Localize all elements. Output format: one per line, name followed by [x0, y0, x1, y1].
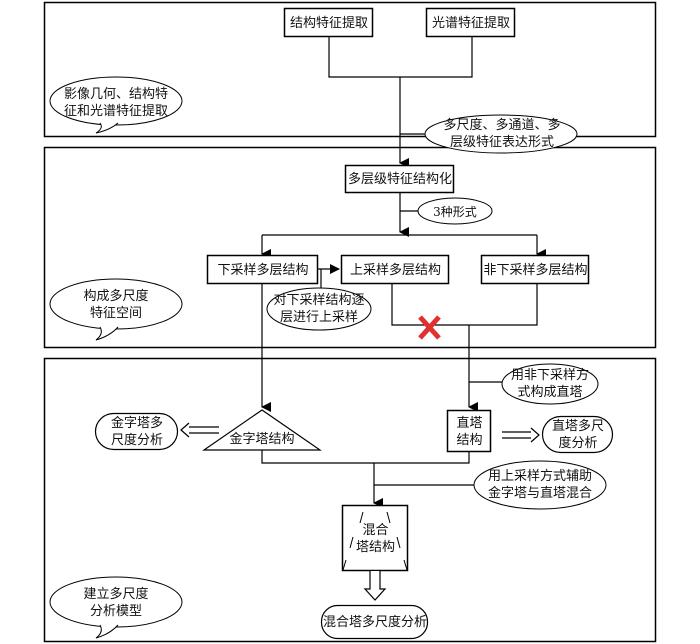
hollow-down-arrow-icon: [363, 571, 387, 601]
callout-line: 分析模型: [89, 604, 142, 619]
note-upsample: [266, 287, 372, 331]
callout-feature-extraction: 影像几何、结构特 征和光谱特征提取: [20, 86, 212, 120]
box-structuring: [344, 164, 455, 194]
label-tower: 直塔 结构: [448, 411, 491, 452]
label-tower-analysis: 直塔多尺 度分析: [543, 417, 613, 453]
note-line: 用上采样方式辅助: [487, 469, 592, 484]
label-structure-extract: 结构特征提取: [289, 15, 368, 31]
label-pyramid-analysis: 金字塔多 尺度分析: [96, 414, 178, 450]
box-structure-extract: [283, 7, 374, 38]
note-multi-form: [424, 114, 578, 154]
note-three-forms: [417, 197, 493, 225]
callout-analysis-model: 建立多尺度 分析模型: [20, 586, 212, 620]
label-upsample-note: 对下采样结构逐 层进行上采样: [267, 292, 371, 326]
callout-bubble-1: [49, 76, 183, 134]
note-line: 对下采样结构逐: [273, 293, 365, 308]
callout-line: 影像几何、结构特: [63, 87, 168, 102]
terminal-line: 金字塔多: [110, 416, 163, 431]
note-line: 层级特征表达形式: [449, 135, 554, 150]
note-line: 式构成直塔: [517, 385, 583, 400]
terminal-line: 直塔多尺: [551, 419, 604, 434]
box-downsample: [206, 254, 319, 285]
box-spectral-extract: [425, 7, 516, 38]
panel-feature-extraction: [43, 1, 657, 138]
callout-line: 特征空间: [89, 306, 142, 321]
terminal-line: 尺度分析: [110, 433, 163, 448]
note-line: 用非下采样方: [510, 368, 589, 383]
label-hybrid-analysis: 混合塔多尺度分析: [322, 615, 427, 630]
box-line: 塔结构: [355, 540, 395, 555]
label-upsample: 上采样多层结构: [349, 262, 441, 278]
label-spectral-extract: 光谱特征提取: [431, 15, 510, 31]
callout-bubble-2: [49, 278, 183, 341]
hybrid-analysis-terminal: [320, 604, 429, 640]
box-tower: [446, 409, 492, 453]
callout-line: 征和光谱特征提取: [63, 104, 168, 119]
double-arrow-left-icon: [180, 422, 219, 438]
note-hybrid: [473, 460, 607, 510]
label-non-downsample: 非下采样多层结构: [483, 262, 588, 278]
callout-line: 建立多尺度: [83, 587, 149, 602]
callout-line: 构成多尺度: [83, 289, 149, 304]
box-line: 直塔: [456, 415, 483, 431]
label-hybrid-note: 用上采样方式辅助 金字塔与直塔混合: [474, 468, 606, 502]
box-line: 混合: [362, 523, 389, 538]
box-line: 结构: [456, 432, 483, 448]
note-tower: [501, 363, 599, 405]
note-line: 多尺度、多通道、多: [443, 118, 561, 133]
label-three-forms: 3种形式: [433, 204, 477, 219]
note-line: 层进行上采样: [279, 310, 358, 325]
label-hybrid-tower: 混合 塔结构: [343, 521, 408, 557]
tower-analysis-terminal: [541, 415, 614, 454]
box-upsample: [340, 254, 450, 285]
label-downsample: 下采样多层结构: [217, 262, 309, 278]
pyramid-analysis-terminal: [94, 412, 179, 451]
note-line: 金字塔与直塔混合: [487, 486, 592, 501]
box-hybrid-tower: [341, 504, 409, 572]
label-structuring: 多层级特征结构化: [347, 172, 452, 187]
label-tower-note: 用非下采样方 式构成直塔: [502, 367, 598, 401]
label-multi-form: 多尺度、多通道、多 层级特征表达形式: [427, 117, 577, 151]
panel-feature-space: [43, 146, 657, 349]
box-non-downsample: [480, 254, 590, 285]
double-arrow-right-icon: [502, 427, 540, 443]
terminal-line: 度分析: [558, 436, 598, 451]
label-pyramid: 金字塔结构: [229, 431, 295, 447]
red-x-cross-icon: [418, 315, 441, 340]
callout-bubble-3: [49, 576, 183, 639]
callout-feature-space: 构成多尺度 特征空间: [20, 288, 212, 322]
panel-analysis-model: [43, 357, 657, 643]
